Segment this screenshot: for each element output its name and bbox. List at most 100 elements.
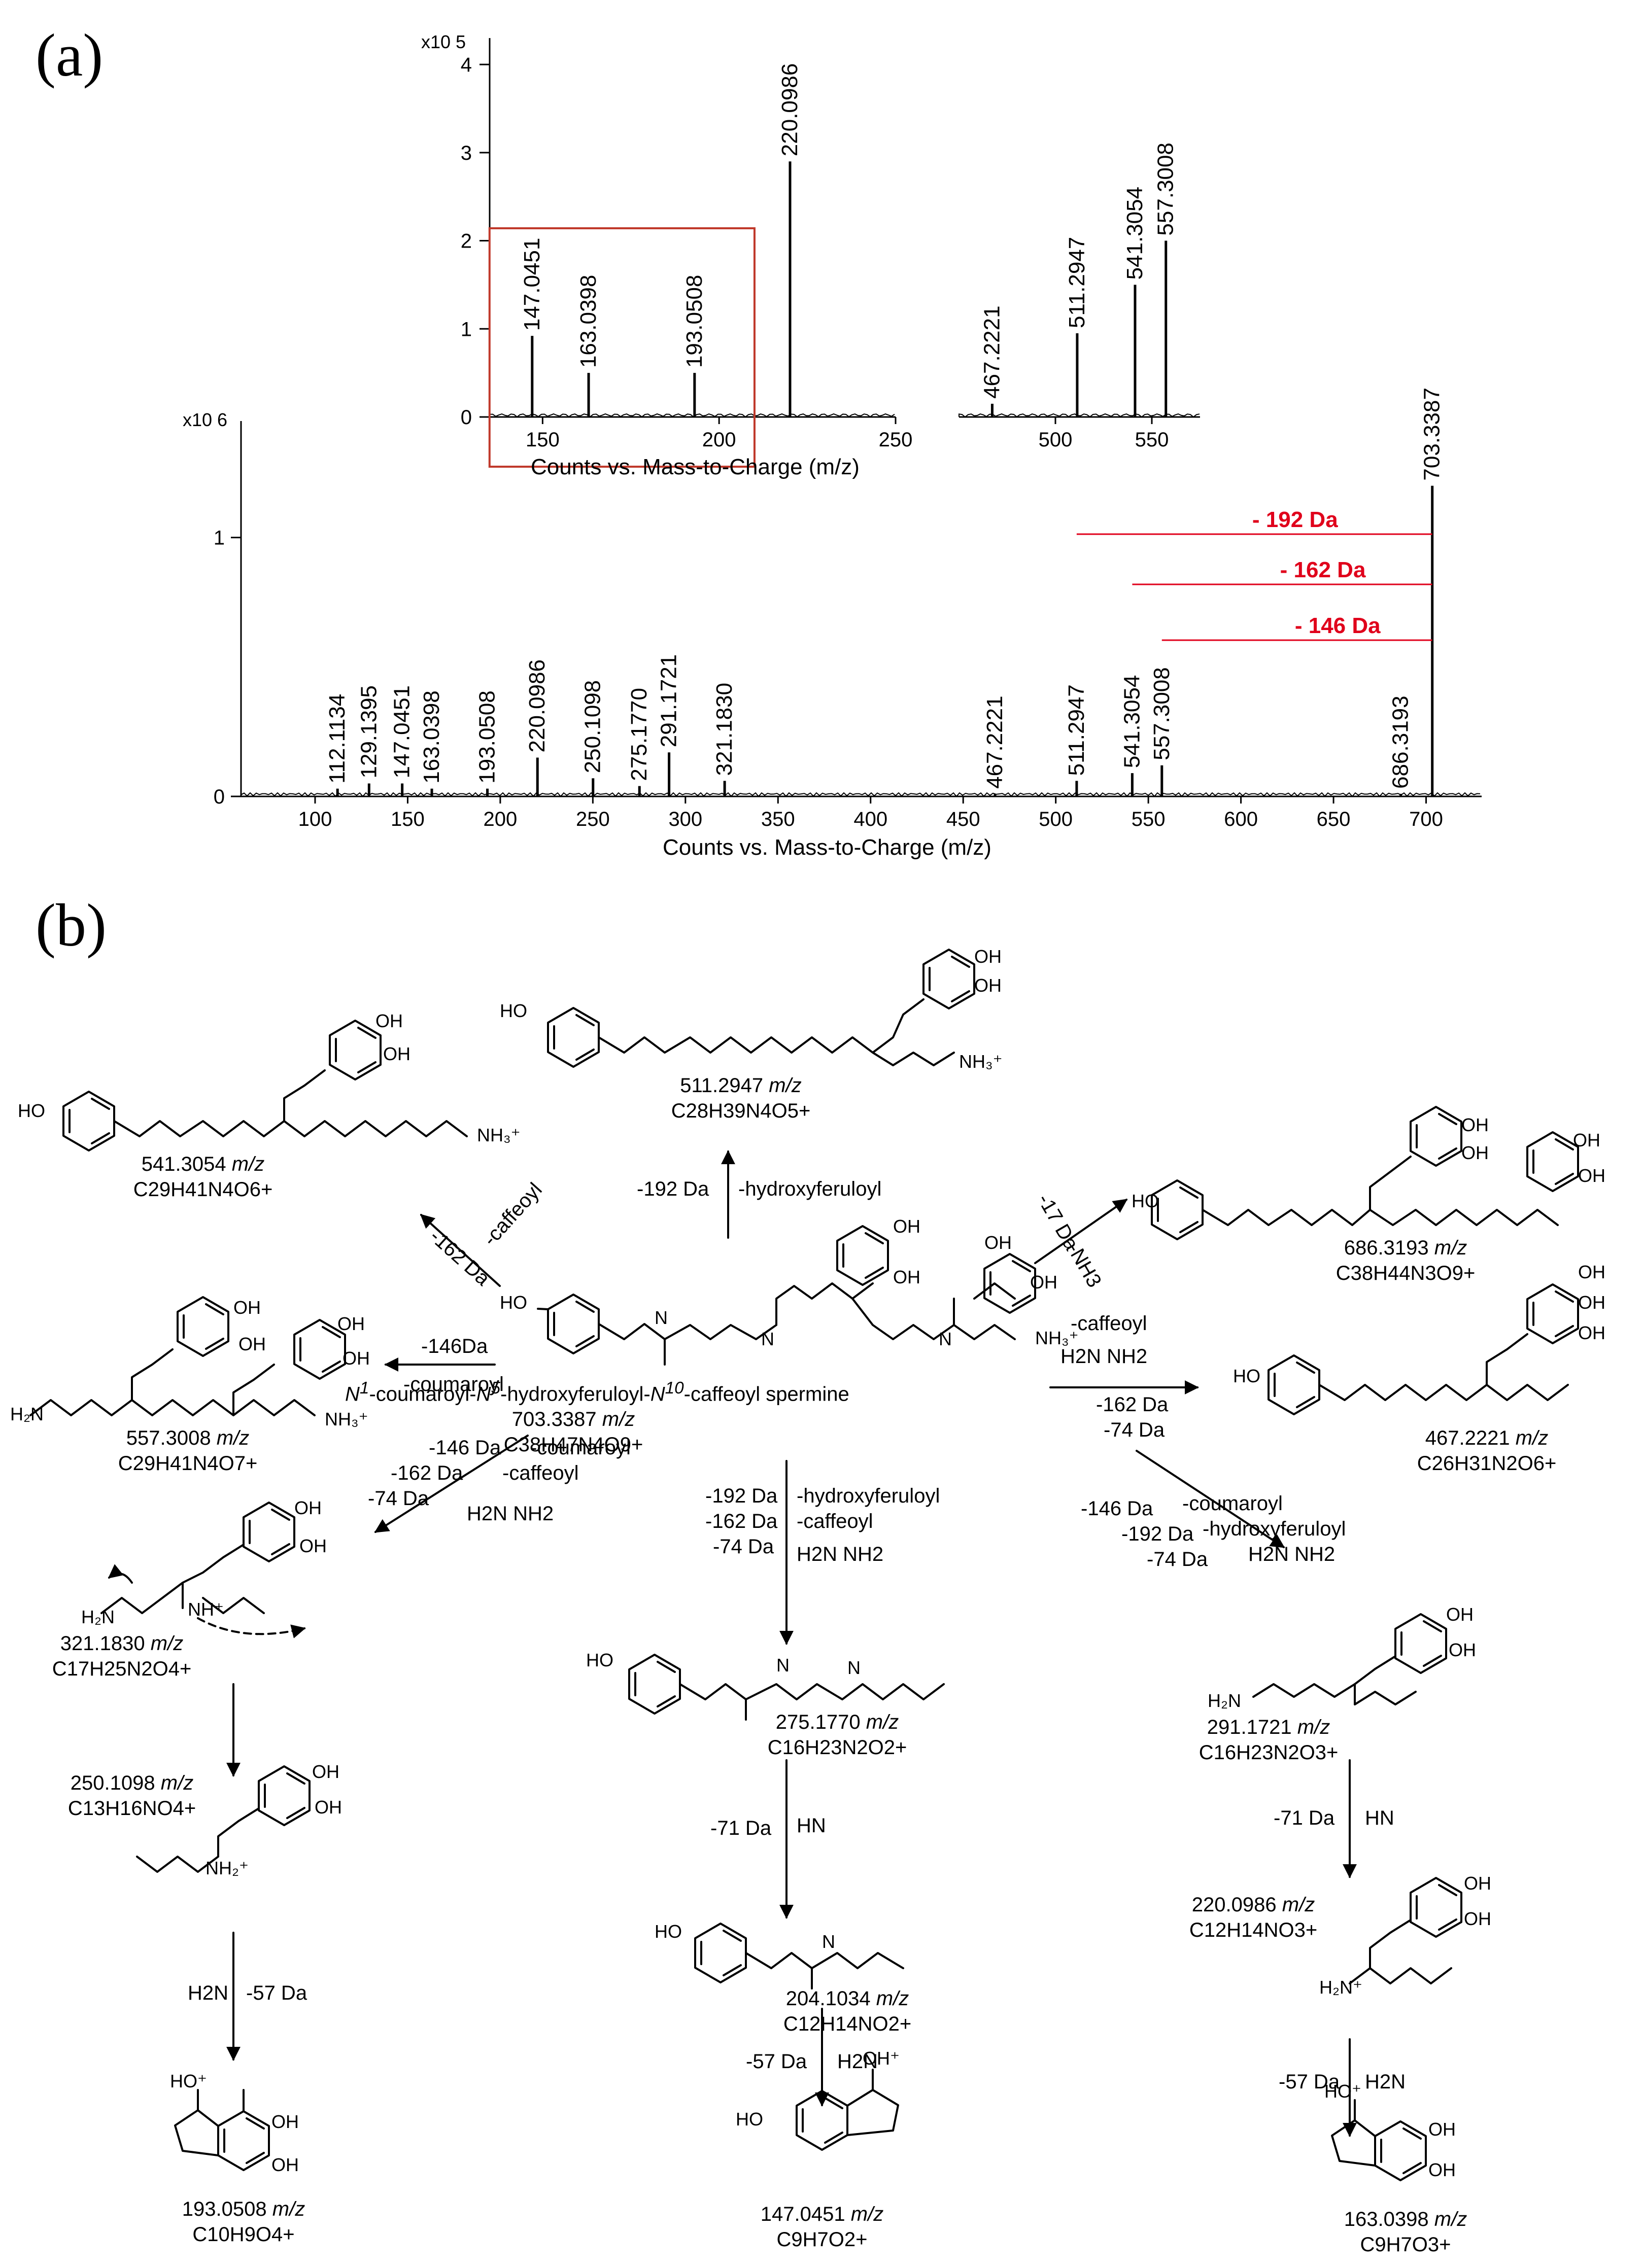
molecule-204	[694, 1923, 904, 1990]
main-x-tick-label: 250	[576, 808, 610, 830]
m686-oh2: OH	[1461, 1142, 1489, 1163]
m467-oh2: OH	[1578, 1292, 1605, 1313]
inset-x-tick-label: 250	[879, 429, 913, 451]
molecule-193	[174, 2089, 270, 2171]
m557-nh3: NH₃⁺	[325, 1409, 368, 1429]
rxn-291-group2: -hydroxyferuloyl	[1203, 1518, 1346, 1540]
loss-label: - 146 Da	[1295, 613, 1381, 638]
m321-oh2: OH	[299, 1536, 327, 1556]
molecule-321	[100, 1502, 306, 1638]
m193-oh1: OH	[271, 2111, 299, 2132]
inset-peak-label: 163.0398	[576, 275, 601, 368]
molecule-147	[796, 2069, 899, 2151]
rxn-467-loss1: -162 Da	[1096, 1393, 1169, 1416]
neutral-putrescine-275: H2N NH2	[797, 1543, 884, 1565]
neutral-hn-204: HN	[797, 1815, 826, 1837]
m275-nh: N	[847, 1657, 861, 1678]
neutral-allyl-147: H2N	[837, 2050, 878, 2073]
m147-ho: HO	[736, 2109, 763, 2130]
main-peak-label: 147.0451	[390, 685, 415, 779]
m321-oh1: OH	[294, 1497, 322, 1518]
m321-nh: NH⁺	[188, 1599, 224, 1620]
m557-h2n: H₂N	[10, 1404, 44, 1424]
main-scale-label: x10 6	[183, 409, 227, 430]
main-x-tick-label: 500	[1039, 808, 1073, 830]
parent-oh4: OH	[1030, 1272, 1057, 1293]
m220-oh2: OH	[1464, 1908, 1491, 1929]
main-x-tick-label: 150	[391, 808, 425, 830]
m163-oh1: OH	[1428, 2119, 1456, 2140]
inset-scale-label: x10 5	[421, 31, 466, 52]
rxn-275-loss2: -162 Da	[705, 1510, 778, 1532]
inset-highlight-box	[488, 227, 756, 468]
rxn-275-loss1: -192 Da	[705, 1485, 778, 1507]
m467-ho: HO	[1233, 1366, 1260, 1386]
molecule-275	[628, 1654, 945, 1721]
main-x-tick-label: 200	[484, 808, 518, 830]
m686-ho: HO	[1132, 1191, 1159, 1211]
molecule-291	[1252, 1613, 1447, 1705]
main-peak-label: 291.1721	[657, 654, 681, 748]
parent-oh1: OH	[893, 1216, 920, 1237]
panel-b-label: (b)	[36, 891, 107, 959]
inset-y-tick-label: 4	[461, 54, 472, 76]
rxn-291-loss2: -192 Da	[1121, 1523, 1194, 1545]
parent-n10: N	[939, 1329, 952, 1349]
molecule-220	[1349, 1877, 1462, 1984]
inset-x-tick-label: 550	[1135, 429, 1169, 451]
arrow-to-686	[1034, 1199, 1128, 1264]
main-x-tick-label: 300	[668, 808, 702, 830]
m193-ho: HO⁺	[170, 2071, 207, 2091]
main-peak-label: 193.0508	[475, 690, 500, 784]
m686-oh4: OH	[1578, 1165, 1605, 1186]
neutral-putrescine-467: H2N NH2	[1060, 1345, 1148, 1368]
m193-oh2: OH	[271, 2154, 299, 2175]
main-peak-label: 511.2947	[1064, 684, 1089, 776]
main-y-tick-label: 0	[214, 786, 225, 808]
rxn-557-group: -coumaroyl	[403, 1373, 504, 1395]
main-peak-label: 467.2221	[982, 695, 1007, 789]
main-x-tick-label: 450	[946, 808, 980, 830]
m250-oh1: OH	[312, 1761, 339, 1782]
molecule-541	[62, 1020, 468, 1152]
inset-x-tick-label: 500	[1039, 429, 1073, 451]
loss-label: - 162 Da	[1280, 557, 1366, 582]
m163-ho: HO⁺	[1324, 2081, 1361, 2102]
inset-y-tick-label: 3	[461, 142, 472, 164]
m511-oh1: OH	[974, 946, 1002, 967]
main-x-tick-label: 400	[853, 808, 887, 830]
m557-oh1: OH	[233, 1297, 261, 1318]
m163-oh2: OH	[1428, 2159, 1456, 2180]
rxn-220-loss: -71 Da	[1274, 1807, 1335, 1829]
m147-oh: OH⁺	[863, 2048, 900, 2069]
m541-nh3: NH₃⁺	[477, 1125, 521, 1145]
rxn-275-group1: -hydroxyferuloyl	[797, 1485, 940, 1507]
rxn-204-loss: -71 Da	[710, 1817, 772, 1839]
inset-peak-label: 511.2947	[1065, 237, 1089, 328]
inset-peak-label: 220.0986	[777, 63, 802, 157]
main-x-axis-title: Counts vs. Mass-to-Charge (m/z)	[663, 835, 991, 860]
molecule-686	[1151, 1106, 1579, 1240]
molecule-511	[547, 949, 975, 1068]
arrow-to-541	[420, 1214, 501, 1287]
inset-x-tick-label: 150	[526, 429, 560, 451]
neutral-putrescine-291: H2N NH2	[1248, 1543, 1336, 1565]
rxn-193-loss: -57 Da	[246, 1982, 307, 2004]
rxn-147-loss: -57 Da	[746, 2050, 807, 2073]
main-baseline-noise	[241, 792, 1481, 797]
rxn-291-loss1: -146 Da	[1081, 1497, 1153, 1520]
parent-n5: N	[761, 1329, 774, 1349]
main-peak-label: 112.1134	[325, 694, 350, 784]
rxn-321-loss3: -74 Da	[368, 1487, 429, 1510]
main-peak-label: 557.3008	[1149, 667, 1174, 760]
